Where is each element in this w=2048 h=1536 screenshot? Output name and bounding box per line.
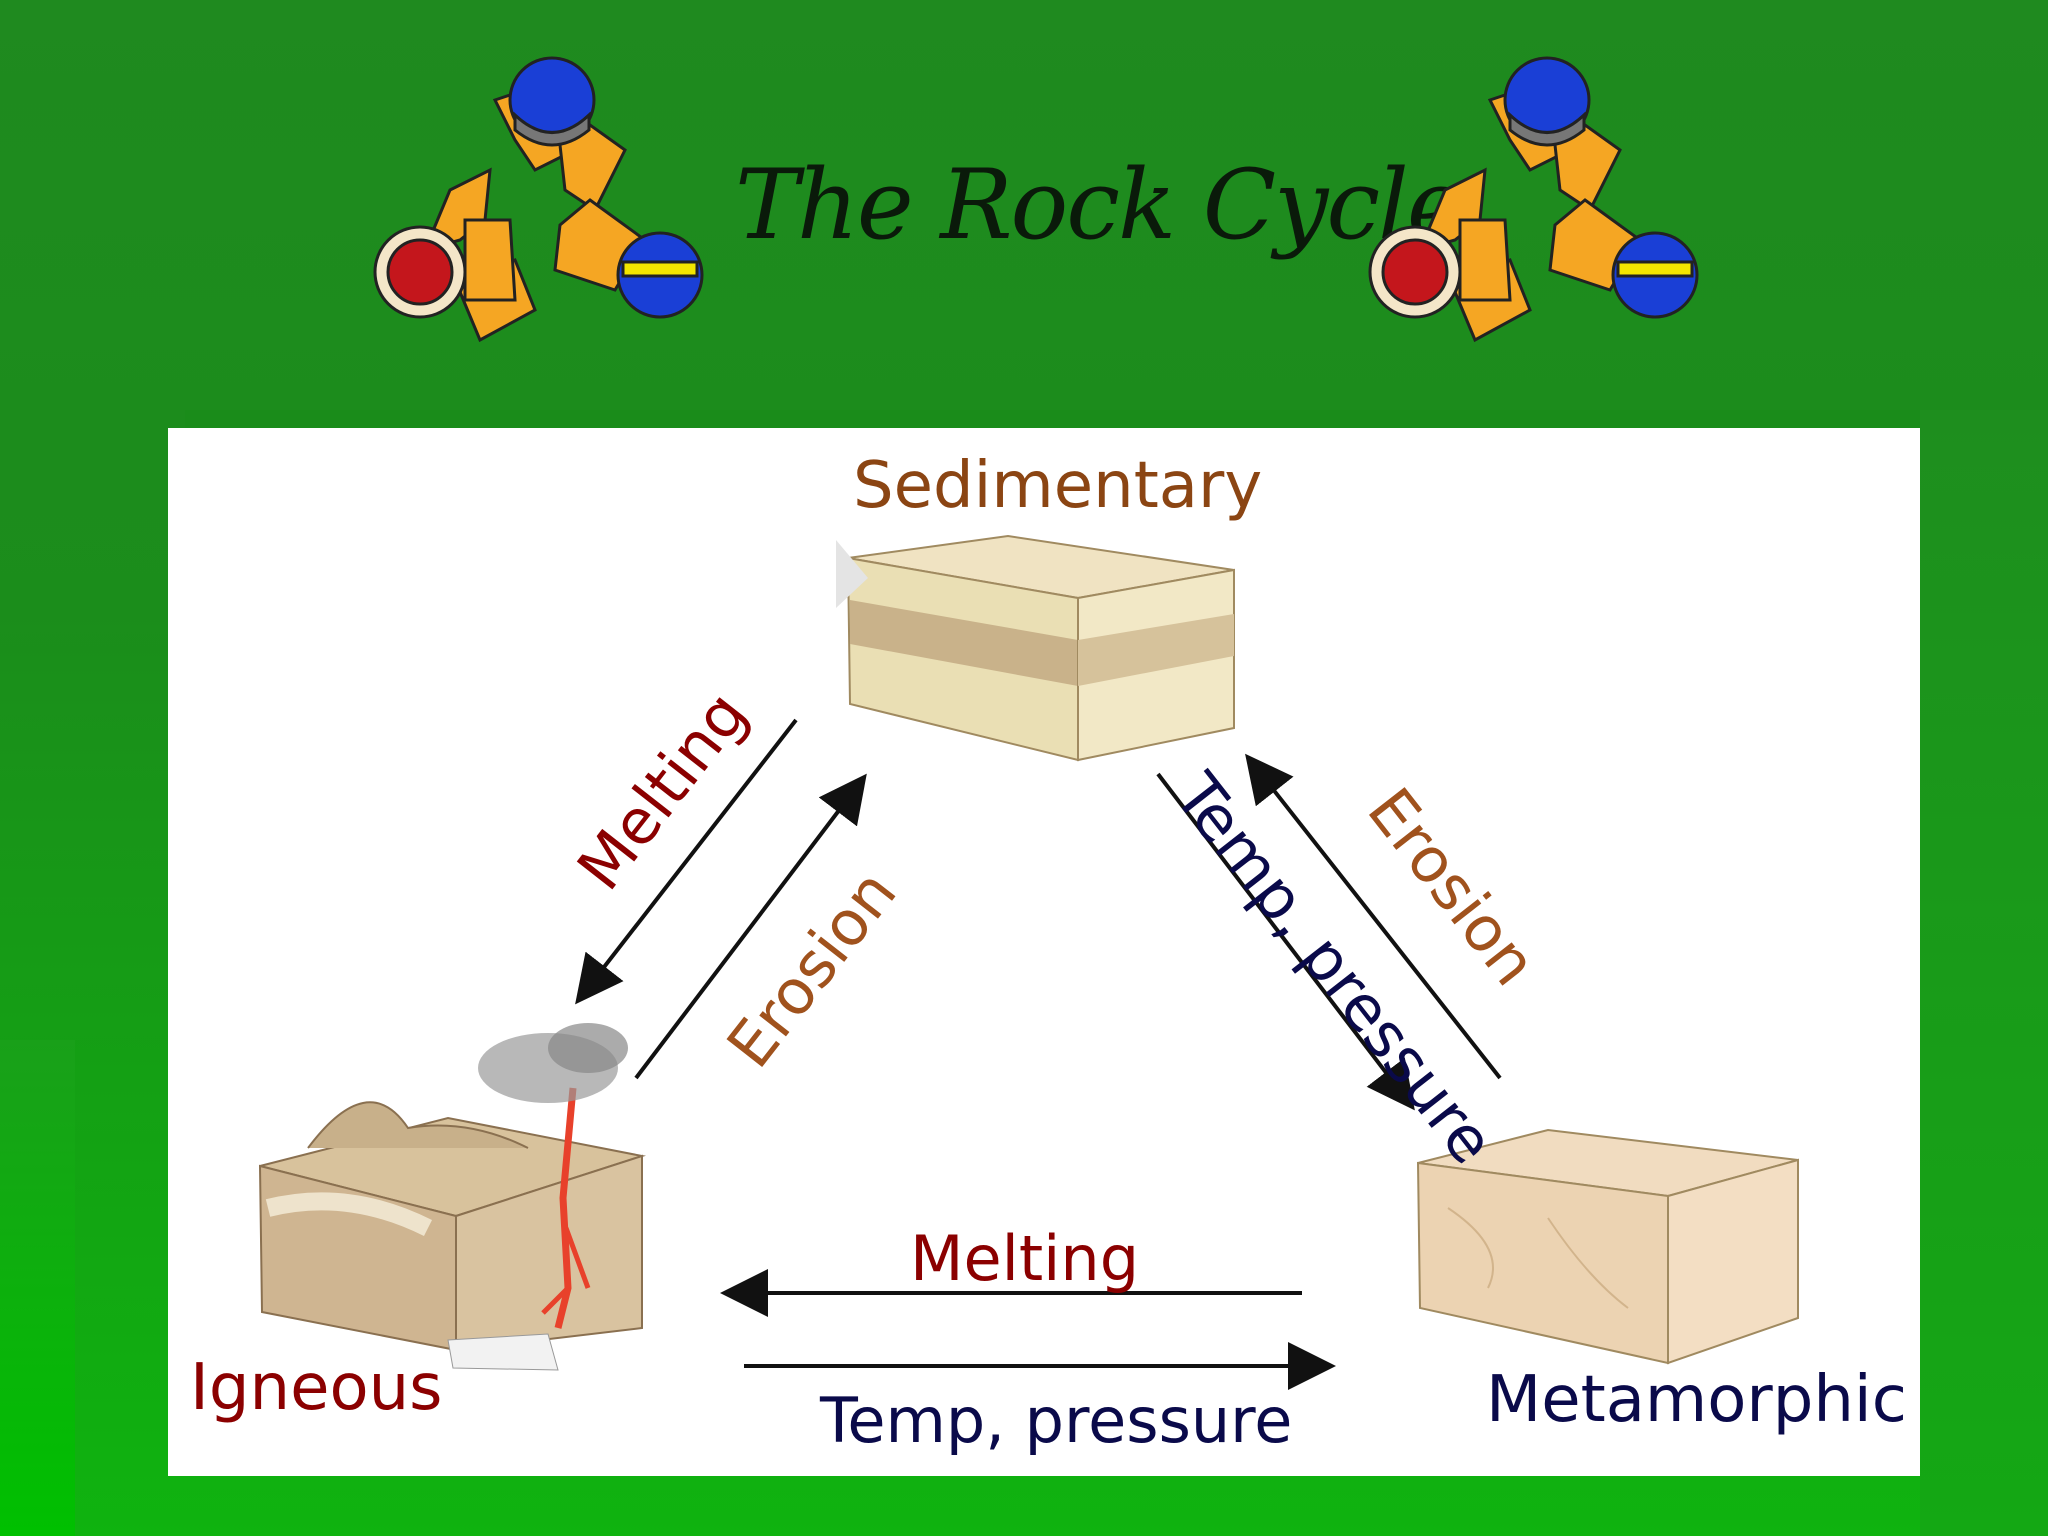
temp-pressure-label-bottom: Temp, pressure xyxy=(820,1384,1293,1457)
sedimentary-label: Sedimentary xyxy=(853,449,1263,523)
diagram-canvas xyxy=(258,534,1799,1390)
metamorphic-label: Metamorphic xyxy=(1486,1363,1907,1437)
rock-cycle-diagram: Sedimentary Igneous Metamorphic Melting … xyxy=(168,428,1920,1476)
arrow-igneous-to-sedimentary xyxy=(634,773,867,1080)
igneous-volcano-block-icon xyxy=(258,1023,646,1371)
igneous-label: Igneous xyxy=(190,1351,443,1425)
arrow-sedimentary-to-metamorphic xyxy=(1156,772,1415,1111)
background-block-right xyxy=(1920,410,2048,1536)
arrow-metamorphic-to-sedimentary xyxy=(1245,753,1502,1080)
sedimentary-block-icon xyxy=(836,534,1235,762)
rock-cycle-logo-icon xyxy=(373,56,704,343)
melting-label-bottom: Melting xyxy=(910,1222,1140,1295)
metamorphic-block-icon xyxy=(1416,1128,1799,1365)
arrow-sedimentary-to-igneous xyxy=(575,718,798,1005)
rock-cycle-logo-icon xyxy=(1368,56,1699,343)
page-title: The Rock Cycle xyxy=(735,149,1464,261)
background-block-left xyxy=(0,1040,75,1536)
background-band xyxy=(185,410,1920,428)
